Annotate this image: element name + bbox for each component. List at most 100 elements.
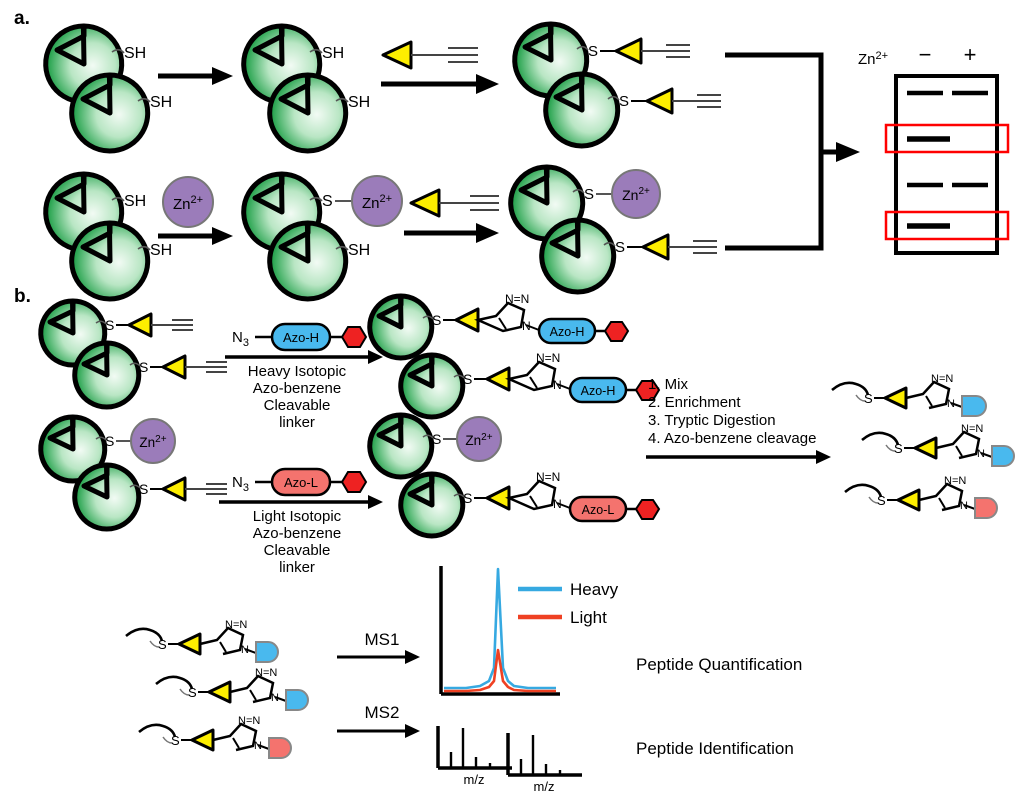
- sulfur-label: S: [864, 391, 873, 406]
- cleaved-peptide-heavy-2: S N=N N: [861, 423, 1015, 467]
- workflow-step: 3. Tryptic Digestion: [648, 412, 776, 429]
- protein-shape: [398, 352, 466, 420]
- gel-blot: Zn2+ − +: [858, 42, 1010, 255]
- cleaved-peptide-light: S N=N N: [844, 475, 998, 519]
- biotin-hexagon: [634, 380, 661, 401]
- thiol-label: SH: [150, 242, 172, 259]
- reagent-caption-line: linker: [279, 559, 315, 576]
- thiol-label: SH: [124, 193, 146, 210]
- reagent-caption-line: Cleavable: [264, 542, 331, 559]
- zinc-label: Zn2+: [173, 194, 203, 213]
- zinc-label: Zn2+: [139, 434, 166, 450]
- reaction-arrow: [381, 74, 499, 94]
- workflow-step: 1. Mix: [648, 376, 689, 393]
- reaction-arrow: [404, 223, 499, 243]
- ms-input-peptide-heavy-2: S N=N N: [155, 667, 309, 711]
- reagent-heavy: N3 Azo-H Heavy Isotopic Azo-benzene Clea…: [225, 322, 383, 431]
- zinc-label: Zn2+: [465, 432, 492, 448]
- sulfur-label: S: [432, 312, 441, 328]
- thiol-label: SH: [124, 45, 146, 62]
- ms2-arrow-label: MS2: [365, 703, 400, 722]
- thiol-label: SH: [322, 45, 344, 62]
- protein-shape: [267, 72, 349, 154]
- azo-tag-heavy-label: Azo-H: [581, 384, 616, 398]
- biotin-hexagon: [340, 471, 368, 493]
- gel-lane-minus-label: −: [919, 42, 932, 67]
- gel-row-highlighted: [884, 210, 1010, 241]
- cleaved-tag-heavy: [991, 445, 1015, 467]
- azo-tag-light-label: Azo-L: [582, 503, 615, 517]
- biotin-hexagon: [340, 326, 368, 348]
- sulfur-label: S: [105, 317, 114, 333]
- gel-axis-label: Zn2+: [858, 50, 888, 68]
- cleaved-tag-heavy: [255, 641, 279, 663]
- azo-tag-heavy-label: Azo-H: [283, 330, 319, 345]
- workflow-step: 2. Enrichment: [648, 394, 741, 411]
- labeled-pair-heavy-input: S S: [38, 298, 227, 410]
- panel-b: b. S S: [14, 286, 1015, 794]
- legend-label-heavy: Heavy: [570, 580, 619, 599]
- protein-pair-zinc-bound: S Zn2+ SH: [241, 171, 403, 302]
- reaction-arrow: [158, 227, 233, 245]
- ms1-legend: Heavy Light: [518, 580, 619, 627]
- peptide-identification-label: Peptide Identification: [636, 739, 794, 758]
- sulfur-label: S: [105, 433, 114, 449]
- protein-shape: [38, 414, 108, 484]
- ms2-axis-label: m/z: [464, 772, 485, 787]
- ms1-series-light: [444, 648, 556, 693]
- alkyne-triple-bond: [172, 319, 193, 331]
- reaction-arrow: [158, 67, 233, 85]
- workflow-steps: 1. Mix 2. Enrichment 3. Tryptic Digestio…: [646, 376, 831, 464]
- sulfur-label: S: [139, 359, 148, 375]
- gel-highlight-box: [884, 123, 1010, 154]
- ms2-spectrum-2: m/z: [506, 733, 582, 794]
- alkyne-probe-reagent: [381, 40, 478, 70]
- gel-highlight-box: [884, 210, 1010, 241]
- ms1-chart: Heavy Light: [439, 566, 619, 696]
- ms1-arrow-label: MS1: [365, 630, 400, 649]
- ms2-axis-label: m/z: [534, 779, 555, 794]
- azo-tag-light-label: Azo-L: [284, 475, 318, 490]
- ms-input-peptide-light: S N=N N: [138, 715, 292, 759]
- protein-shape: [69, 72, 151, 154]
- ms2-arrow: MS2: [337, 703, 420, 738]
- panel-a: a. SH SH SH: [14, 8, 1010, 302]
- panel-b-label: b.: [14, 286, 31, 307]
- triazole-n-label: N=N: [238, 715, 260, 727]
- protein-shape: [398, 471, 466, 539]
- zinc-reagent: Zn2+: [162, 176, 214, 228]
- ms1-arrow: MS1: [337, 630, 420, 664]
- azide-label: N3: [232, 329, 249, 349]
- triazole-n-label: N=N: [505, 292, 529, 306]
- ms1-series-heavy: [444, 567, 556, 690]
- sulfur-label: S: [584, 186, 594, 203]
- triazole-n-label: N=N: [931, 373, 953, 385]
- sulfur-label: S: [171, 733, 180, 748]
- reagent-caption-line: Azo-benzene: [253, 525, 341, 542]
- thiol-label: SH: [348, 242, 370, 259]
- merge-bracket: [725, 52, 860, 251]
- alkyne-triple-bond: [697, 94, 721, 108]
- protein-shape: [539, 217, 617, 295]
- sulfur-label: S: [894, 441, 903, 456]
- ms2-spectrum-1: m/z: [436, 726, 512, 787]
- protein-pair-zinc-input: SH SH: [43, 171, 172, 302]
- sulfur-label: S: [158, 637, 167, 652]
- triazole-n-label: N=N: [944, 475, 966, 487]
- reagent-caption-line: Heavy Isotopic: [248, 363, 347, 380]
- workflow-step: 4. Azo-benzene cleavage: [648, 430, 816, 447]
- sulfur-label: S: [463, 490, 472, 506]
- sulfur-label: S: [588, 43, 598, 60]
- sulfur-label: S: [432, 431, 441, 447]
- protein-shape: [367, 293, 435, 361]
- cleaved-tag-heavy: [961, 395, 987, 417]
- ms-input-peptide-heavy-1: S N=N N: [125, 619, 279, 663]
- sulfur-label: S: [877, 493, 886, 508]
- triazole-n-label: N=N: [961, 423, 983, 435]
- protein-pair-untreated-2: SH SH: [241, 23, 370, 154]
- zinc-circle: [130, 418, 176, 464]
- protein-shape: [72, 462, 142, 532]
- reagent-light: N3 Azo-L Light Isotopic Azo-benzene Clea…: [219, 467, 383, 576]
